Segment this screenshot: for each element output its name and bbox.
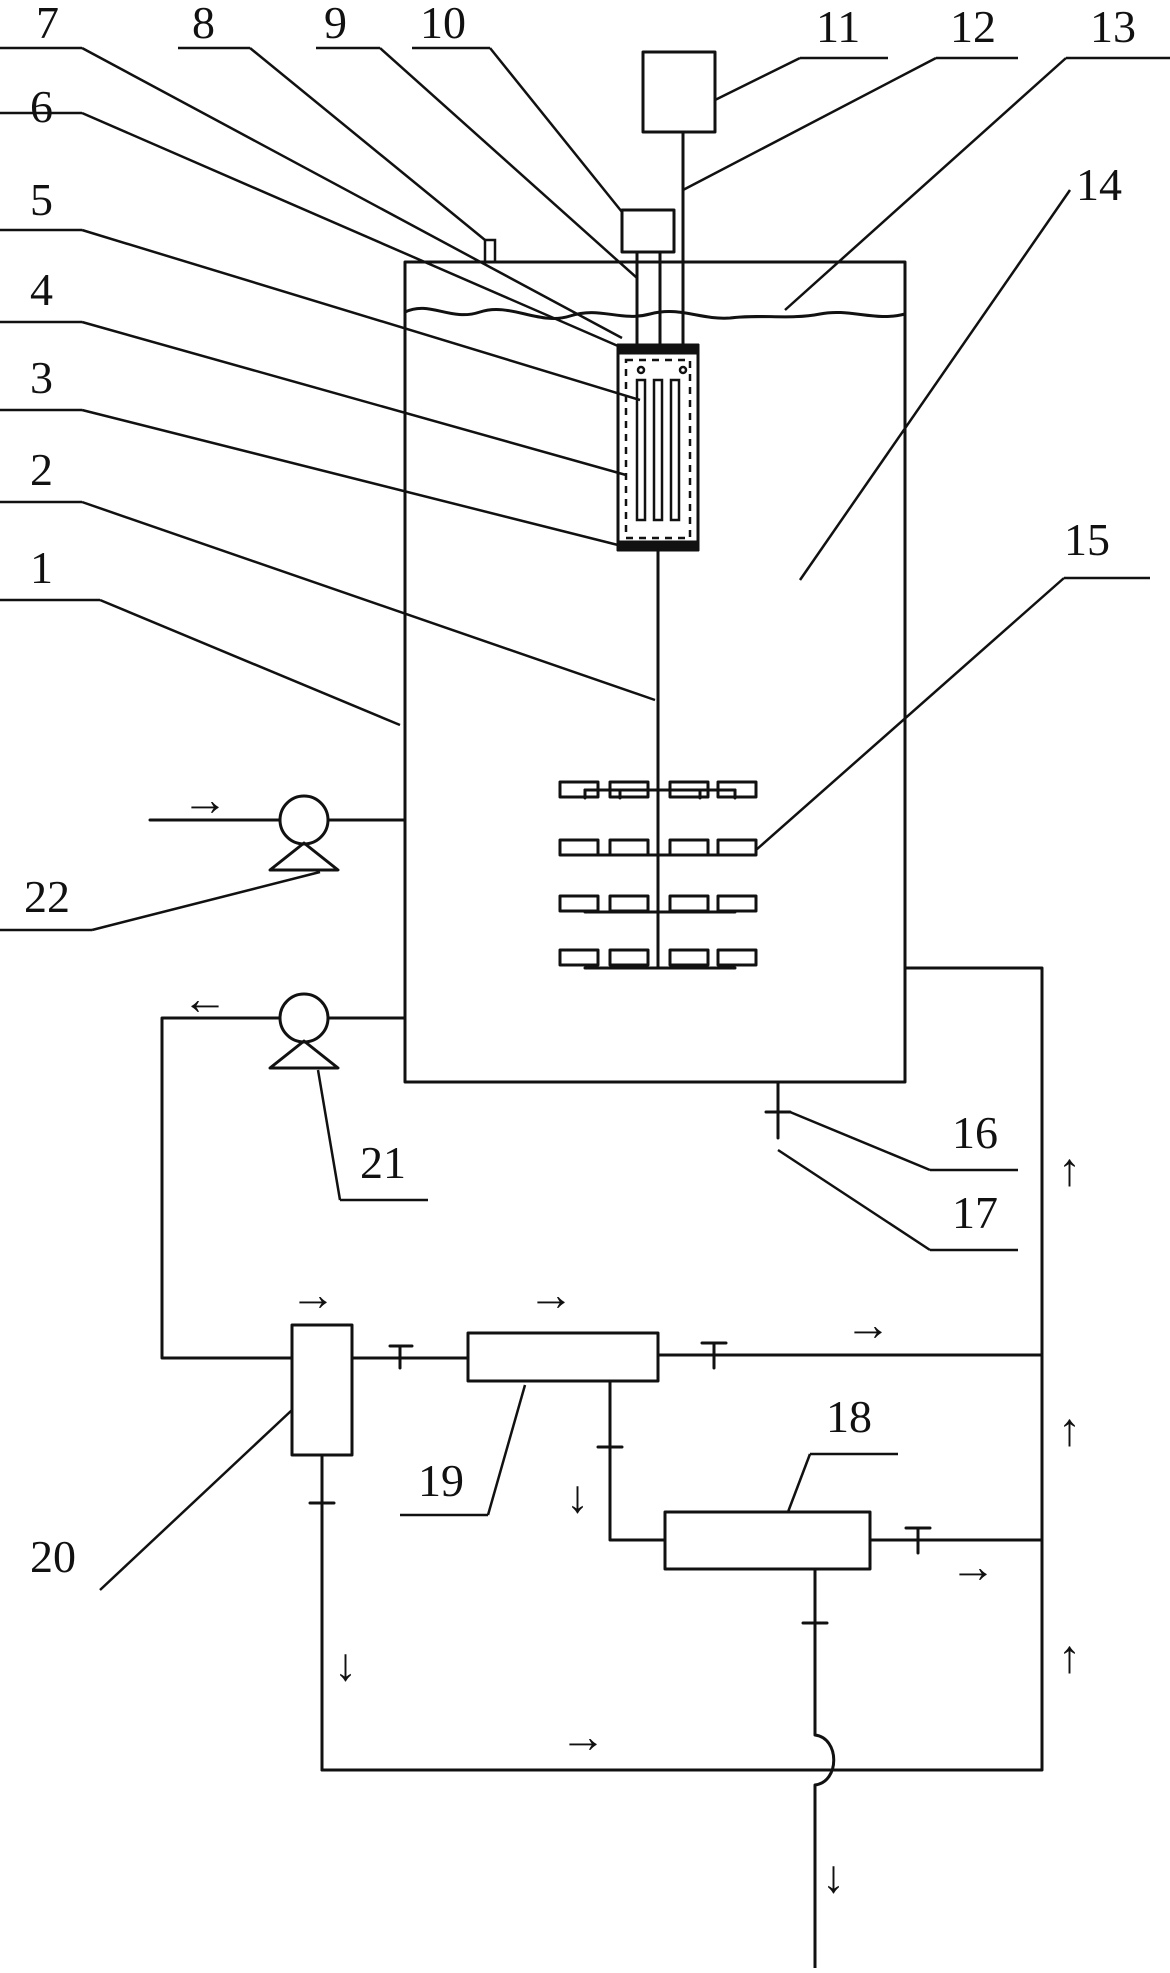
label-6: 6	[30, 81, 53, 132]
part-labels: 7 8 9 10 11 12 13 6 5 4 3 2 1 14 15 22 2…	[24, 0, 1136, 1582]
arrow-outlet: ←	[182, 973, 228, 1024]
label-12: 12	[950, 1, 996, 52]
label-8: 8	[192, 0, 215, 48]
controller-box	[641, 50, 717, 134]
arrow-down-20: ↓	[334, 1639, 357, 1690]
leader-lines	[0, 46, 1170, 1591]
arrow-up-2: ↑	[1058, 1404, 1081, 1455]
label-2: 2	[30, 444, 53, 495]
label-20: 20	[30, 1531, 76, 1582]
arrow-inlet: →	[182, 774, 228, 825]
separator-18	[663, 1510, 1044, 1970]
label-4: 4	[30, 264, 53, 315]
outlet-pump	[160, 992, 407, 1360]
arrow-19-out: →	[845, 1299, 891, 1350]
motor-box	[620, 208, 676, 254]
agitator	[558, 548, 758, 970]
label-1: 1	[30, 542, 53, 593]
arrow-down-19: ↓	[566, 1471, 589, 1522]
label-3: 3	[30, 352, 53, 403]
label-21: 21	[360, 1137, 406, 1188]
vent-nozzle	[483, 238, 497, 264]
label-17: 17	[952, 1187, 998, 1238]
label-22: 22	[24, 871, 70, 922]
arrow-down-18: ↓	[822, 1851, 845, 1902]
label-5: 5	[30, 174, 53, 225]
label-14: 14	[1076, 159, 1122, 210]
label-19: 19	[418, 1455, 464, 1506]
liquid-surface	[403, 306, 907, 320]
drive-assembly	[620, 50, 717, 347]
label-18: 18	[826, 1391, 872, 1442]
reaction-tank	[403, 238, 907, 1084]
return-line	[320, 966, 1044, 1772]
separator-19	[466, 1331, 1044, 1542]
arrow-up-3: ↑	[1058, 1631, 1081, 1682]
label-11: 11	[816, 1, 860, 52]
arrow-bottom: →	[560, 1711, 606, 1762]
label-15: 15	[1064, 514, 1110, 565]
label-10: 10	[420, 0, 466, 48]
flow-arrows: → ← → → → → → ↑ ↑ ↑ ↓ ↓ ↓	[182, 774, 1081, 1902]
arrow-18-out: →	[950, 1541, 996, 1592]
label-13: 13	[1090, 1, 1136, 52]
label-16: 16	[952, 1107, 998, 1158]
arrow-to-19: →	[528, 1269, 574, 1320]
inlet-pump	[148, 794, 407, 872]
drain-valve	[764, 1080, 792, 1140]
label-7: 7	[36, 0, 59, 48]
electrode-cartridge	[616, 343, 700, 552]
separator-20	[290, 1323, 470, 1772]
arrow-up-1: ↑	[1058, 1144, 1081, 1195]
arrow-to-20: →	[290, 1269, 336, 1320]
label-9: 9	[324, 0, 347, 48]
